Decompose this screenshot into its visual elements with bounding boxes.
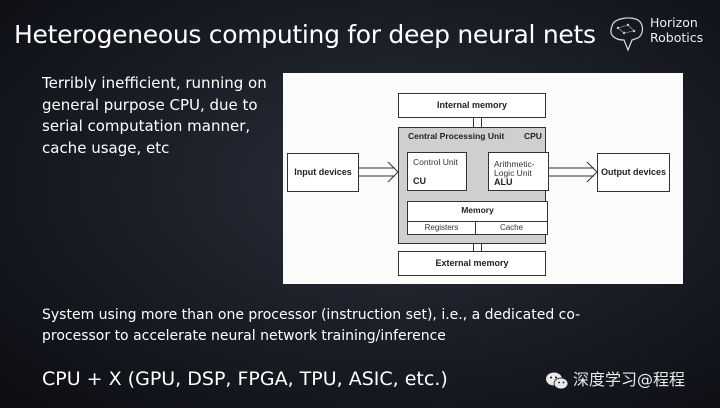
control-unit-abbr: CU xyxy=(413,176,426,186)
output-devices-box: Output devices xyxy=(597,153,670,192)
input-devices-box: Input devices xyxy=(287,153,359,192)
cpu-abbr: CPU xyxy=(524,131,542,141)
external-memory-box: External memory xyxy=(398,251,546,276)
logo: Horizon Robotics xyxy=(606,13,716,53)
internal-memory-label: Internal memory xyxy=(436,100,508,110)
alu-label-line1: Arithmetic- xyxy=(494,159,535,169)
logo-line1: Horizon xyxy=(650,15,698,30)
output-devices-label: Output devices xyxy=(600,167,666,177)
output-arrow xyxy=(549,161,598,183)
alu-box: Arithmetic- Logic Unit ALU xyxy=(488,152,549,191)
cpu-architecture-diagram: Internal memory Central Processing Unit … xyxy=(283,73,683,284)
control-unit-label: Control Unit xyxy=(413,157,458,167)
memory-label: Memory xyxy=(461,205,494,215)
cpu-plus-x-formula: CPU + X (GPU, DSP, FPGA, TPU, ASIC, etc.… xyxy=(42,368,448,390)
input-devices-label: Input devices xyxy=(294,167,352,177)
bullet-inefficiency: Terribly inefficient, running on general… xyxy=(42,74,267,157)
wechat-icon xyxy=(546,372,569,389)
watermark: 深度学习@程程 xyxy=(545,366,685,391)
external-memory-label: External memory xyxy=(435,258,509,268)
cache-label: Cache xyxy=(499,223,524,232)
external-bus xyxy=(473,244,482,251)
logo-line2: Robotics xyxy=(650,30,704,45)
bullet-heterogeneous-definition: System using more than one processor (in… xyxy=(42,307,581,344)
input-arrow xyxy=(359,161,399,183)
alu-abbr: ALU xyxy=(494,177,513,187)
cpu-title: Central Processing Unit xyxy=(408,131,505,141)
brain-network-icon xyxy=(610,17,644,52)
cpu-box: Central Processing Unit CPU Control Unit… xyxy=(398,127,549,244)
memory-box: Memory Registers Cache xyxy=(407,201,548,235)
registers-label: Registers xyxy=(424,223,459,232)
alu-label-line2: Logic Unit xyxy=(494,168,532,178)
internal-memory-box: Internal memory xyxy=(398,93,546,118)
internal-bus xyxy=(473,118,482,127)
slide-title: Heterogeneous computing for deep neural … xyxy=(14,20,596,49)
control-unit-box: Control Unit CU xyxy=(407,152,467,191)
watermark-text: 深度学习@程程 xyxy=(573,370,686,389)
